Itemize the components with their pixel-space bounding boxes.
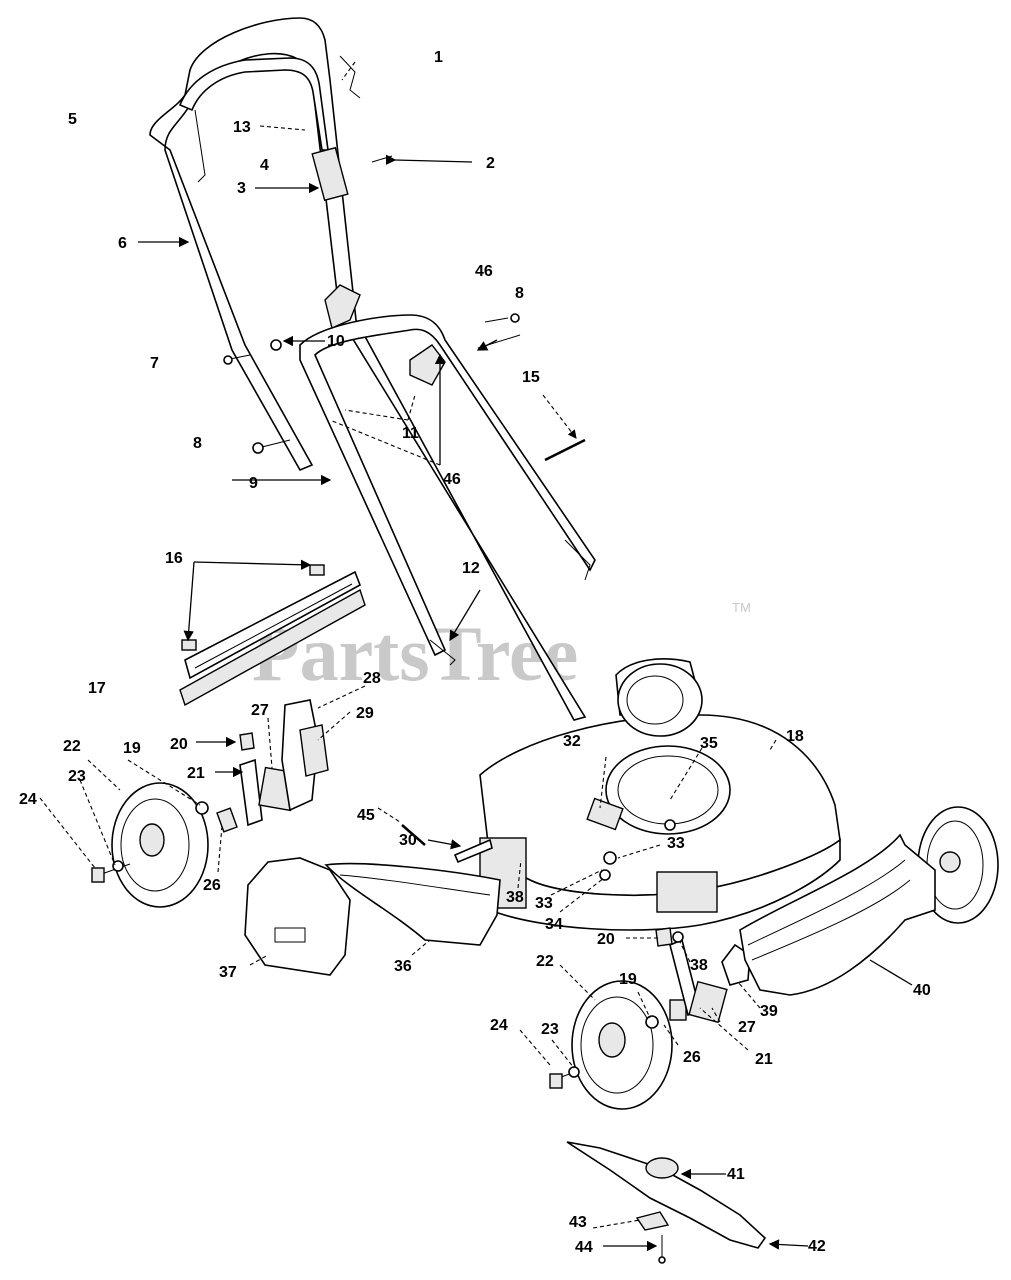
callout-40: 40	[913, 982, 931, 999]
callout-10: 10	[327, 333, 345, 350]
discharge-chute	[324, 862, 501, 946]
carriage-bolts-8	[252, 313, 520, 454]
callout-37: 37	[219, 964, 237, 981]
small-hardware	[223, 55, 393, 365]
callout-34: 34	[545, 916, 563, 933]
callout-39: 39	[760, 1003, 778, 1020]
deck-hardware-32-33-34	[586, 797, 624, 881]
callout-12: 12	[462, 560, 480, 577]
callout-2: 2	[486, 155, 495, 172]
rear-deflector	[179, 564, 366, 707]
callout-27-left: 27	[251, 702, 269, 719]
callout-19-left: 19	[123, 740, 141, 757]
cable-guide	[311, 146, 349, 202]
rear-axle-hardware-right	[549, 927, 728, 1089]
rear-wheel-right	[571, 980, 673, 1110]
rear-axle-hardware-left	[91, 699, 329, 883]
callout-22-right: 22	[536, 953, 554, 970]
callout-21-right: 21	[755, 1051, 773, 1068]
callout-4: 4	[260, 157, 269, 174]
callout-11: 11	[402, 425, 419, 442]
callout-32: 32	[563, 733, 581, 750]
callout-20-left: 20	[170, 736, 188, 753]
callout-16: 16	[165, 550, 183, 567]
callout-5: 5	[68, 111, 77, 128]
callout-21-left: 21	[187, 765, 205, 782]
callout-20-right: 20	[597, 931, 615, 948]
callout-3: 3	[237, 180, 246, 197]
rod-45	[401, 824, 426, 846]
callout-8-lower: 8	[193, 435, 202, 452]
rod-15	[477, 334, 586, 462]
callout-38-lower: 38	[690, 957, 708, 974]
callout-45: 45	[357, 807, 375, 824]
callout-41: 41	[727, 1166, 745, 1183]
watermark-trademark: TM	[732, 600, 751, 615]
callout-29: 29	[356, 705, 374, 722]
callout-26-left: 26	[203, 877, 221, 894]
bail-bar	[178, 57, 329, 183]
callout-30: 30	[399, 832, 417, 849]
callout-33-upper: 33	[667, 835, 685, 852]
callout-19-right: 19	[619, 971, 637, 988]
callout-23-left: 23	[68, 768, 86, 785]
callout-9: 9	[249, 475, 258, 492]
callout-18: 18	[786, 728, 804, 745]
callout-24-right: 24	[490, 1017, 508, 1034]
callout-15: 15	[522, 369, 540, 386]
grass-bag	[244, 857, 351, 976]
mower-blade	[566, 1141, 767, 1264]
callout-26-right: 26	[683, 1049, 701, 1066]
callout-6: 6	[118, 235, 127, 252]
callout-7: 7	[150, 355, 159, 372]
callout-8-upper: 8	[515, 285, 524, 302]
callout-43: 43	[569, 1214, 587, 1231]
callout-23-right: 23	[541, 1021, 559, 1038]
callout-36: 36	[394, 958, 412, 975]
front-wheel-right	[917, 806, 999, 924]
front-bumper	[739, 833, 936, 996]
callout-17: 17	[88, 680, 106, 697]
callout-24-left: 24	[19, 791, 37, 808]
callout-1: 1	[434, 49, 443, 66]
mower-deck	[479, 714, 841, 931]
callout-27-right: 27	[738, 1019, 756, 1036]
spring-30	[453, 838, 493, 864]
callout-28: 28	[363, 670, 381, 687]
rear-wheel-left	[111, 782, 209, 908]
callout-38-upper: 38	[506, 889, 524, 906]
callout-22-left: 22	[63, 738, 81, 755]
callout-33-lower: 33	[535, 895, 553, 912]
callout-46-upper: 46	[475, 263, 493, 280]
leader-lines	[39, 61, 913, 1252]
callout-labels: 1 2 3 4 5 6 7 8 8 9 10 11 12 13 15 16 17…	[19, 49, 931, 1256]
callout-42: 42	[808, 1238, 826, 1255]
callout-44: 44	[575, 1239, 593, 1256]
callout-46-lower: 46	[443, 471, 461, 488]
callout-35: 35	[700, 735, 718, 752]
lower-handle	[299, 314, 596, 666]
front-wheel-rear-visible	[617, 663, 703, 737]
callout-13: 13	[233, 119, 251, 136]
